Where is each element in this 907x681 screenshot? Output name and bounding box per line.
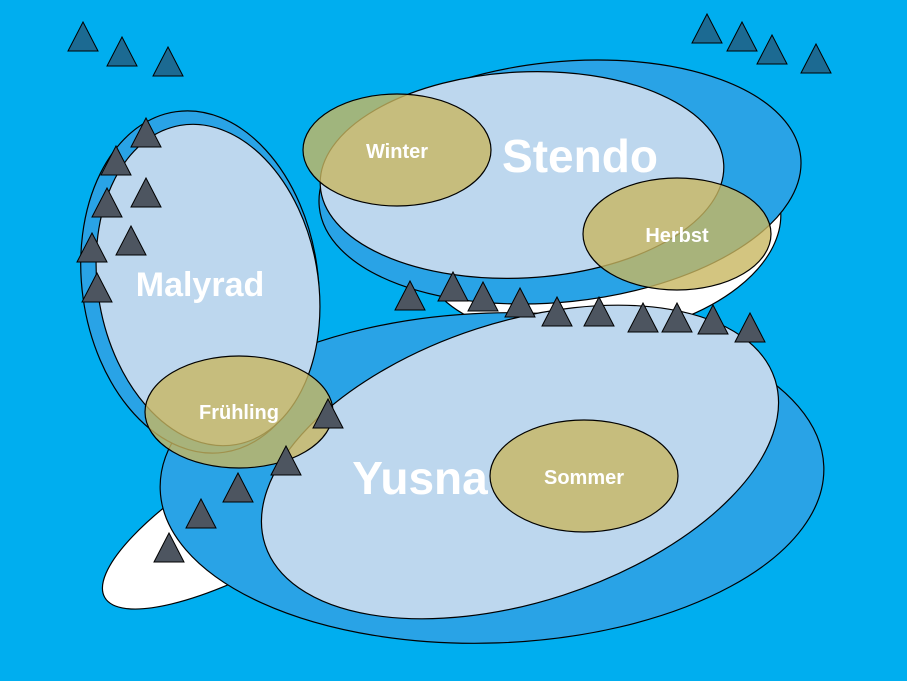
mountain-icon bbox=[115, 224, 147, 256]
mountain-icon bbox=[270, 444, 302, 476]
mountain-icon bbox=[800, 42, 832, 74]
season-herbst bbox=[582, 177, 772, 291]
season-label-fruehling: Frühling bbox=[199, 402, 279, 424]
region-label-malyrad: Malyrad bbox=[136, 266, 265, 304]
mountain-icon bbox=[583, 295, 615, 327]
season-label-sommer: Sommer bbox=[544, 467, 624, 489]
mountain-icon bbox=[185, 497, 217, 529]
mountain-icon bbox=[697, 303, 729, 335]
mountain-icon bbox=[467, 280, 499, 312]
mountain-icon bbox=[504, 286, 536, 318]
mountain-icon bbox=[67, 20, 99, 52]
mountain-icon bbox=[130, 116, 162, 148]
mountain-icon bbox=[100, 144, 132, 176]
season-label-herbst: Herbst bbox=[645, 225, 709, 247]
season-sommer bbox=[489, 419, 679, 533]
season-label-winter: Winter bbox=[366, 141, 428, 163]
mountain-icon bbox=[541, 295, 573, 327]
mountain-icon bbox=[437, 270, 469, 302]
mountain-icon bbox=[153, 531, 185, 563]
mountain-icon bbox=[76, 231, 108, 263]
mountain-icon bbox=[81, 271, 113, 303]
region-label-yusna: Yusna bbox=[352, 452, 488, 504]
mountain-icon bbox=[627, 301, 659, 333]
mountain-icon bbox=[691, 12, 723, 44]
sea-mountains bbox=[67, 12, 832, 77]
mountain-icon bbox=[734, 311, 766, 343]
region-label-stendo: Stendo bbox=[502, 130, 658, 182]
mountain-icon bbox=[756, 33, 788, 65]
mountain-icon bbox=[312, 397, 344, 429]
mountain-icon bbox=[130, 176, 162, 208]
season-winter bbox=[302, 93, 492, 207]
mountain-icon bbox=[91, 186, 123, 218]
mountain-icon bbox=[394, 279, 426, 311]
mountain-icon bbox=[152, 45, 184, 77]
season-zones bbox=[144, 93, 772, 533]
mountain-icon bbox=[222, 471, 254, 503]
mountain-icon bbox=[726, 20, 758, 52]
land-mountains bbox=[76, 116, 766, 563]
mountain-icon bbox=[106, 35, 138, 67]
mountain-icon bbox=[661, 301, 693, 333]
